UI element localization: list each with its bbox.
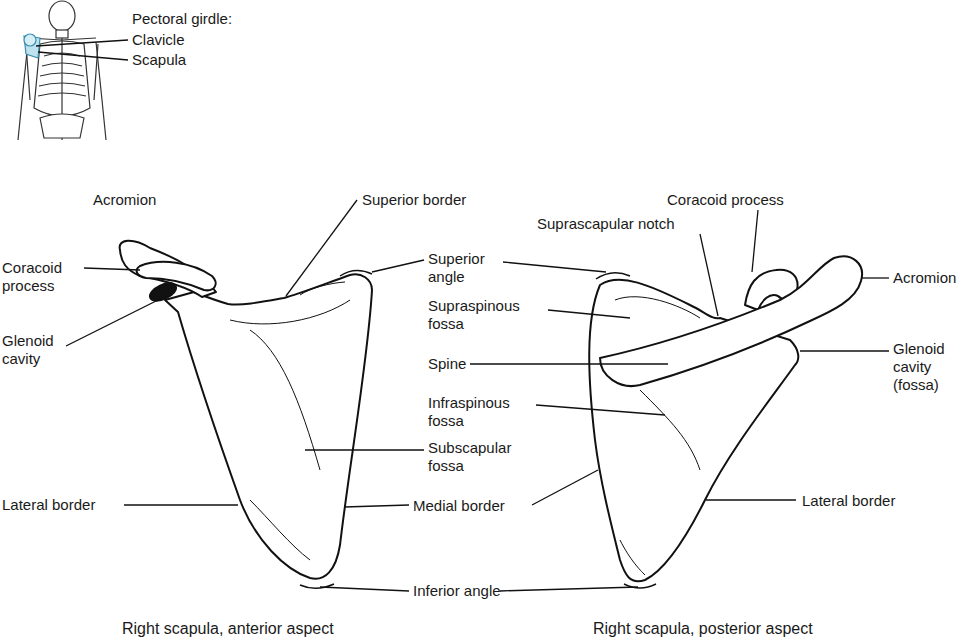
part-label: Suprascapular notch bbox=[537, 215, 675, 233]
part-label: Acromion bbox=[93, 191, 156, 209]
part-label: Superior border bbox=[362, 191, 466, 209]
part-label: Acromion bbox=[893, 269, 956, 287]
part-label: Subscapular fossa bbox=[428, 439, 528, 475]
part-label: Lateral border bbox=[2, 496, 95, 514]
leader-line bbox=[36, 40, 889, 591]
view-caption: Right scapula, anterior aspect bbox=[122, 620, 334, 638]
view-caption: Right scapula, posterior aspect bbox=[593, 620, 813, 638]
part-label: Pectoral girdle: bbox=[132, 10, 232, 28]
scapula-posterior bbox=[589, 256, 862, 581]
part-label: Glenoid cavity bbox=[2, 332, 64, 368]
part-label: Lateral border bbox=[802, 492, 895, 510]
part-label: Infraspinous fossa bbox=[428, 394, 528, 430]
part-label: Coracoid process bbox=[667, 191, 784, 209]
part-label: Clavicle bbox=[132, 31, 185, 49]
part-label: Supraspinous fossa bbox=[428, 297, 536, 333]
part-label: Medial border bbox=[413, 497, 505, 515]
part-label: Coracoid process bbox=[2, 259, 82, 295]
part-label: Inferior angle bbox=[413, 582, 501, 600]
part-label: Glenoid cavity (fossa) bbox=[893, 340, 955, 394]
scapula-anterior bbox=[120, 241, 372, 579]
angle-marker bbox=[300, 270, 656, 588]
part-label: Scapula bbox=[132, 51, 186, 69]
part-label: Superior angle bbox=[428, 250, 500, 286]
part-label: Spine bbox=[428, 355, 466, 373]
skeleton-thumbnail bbox=[18, 1, 106, 140]
